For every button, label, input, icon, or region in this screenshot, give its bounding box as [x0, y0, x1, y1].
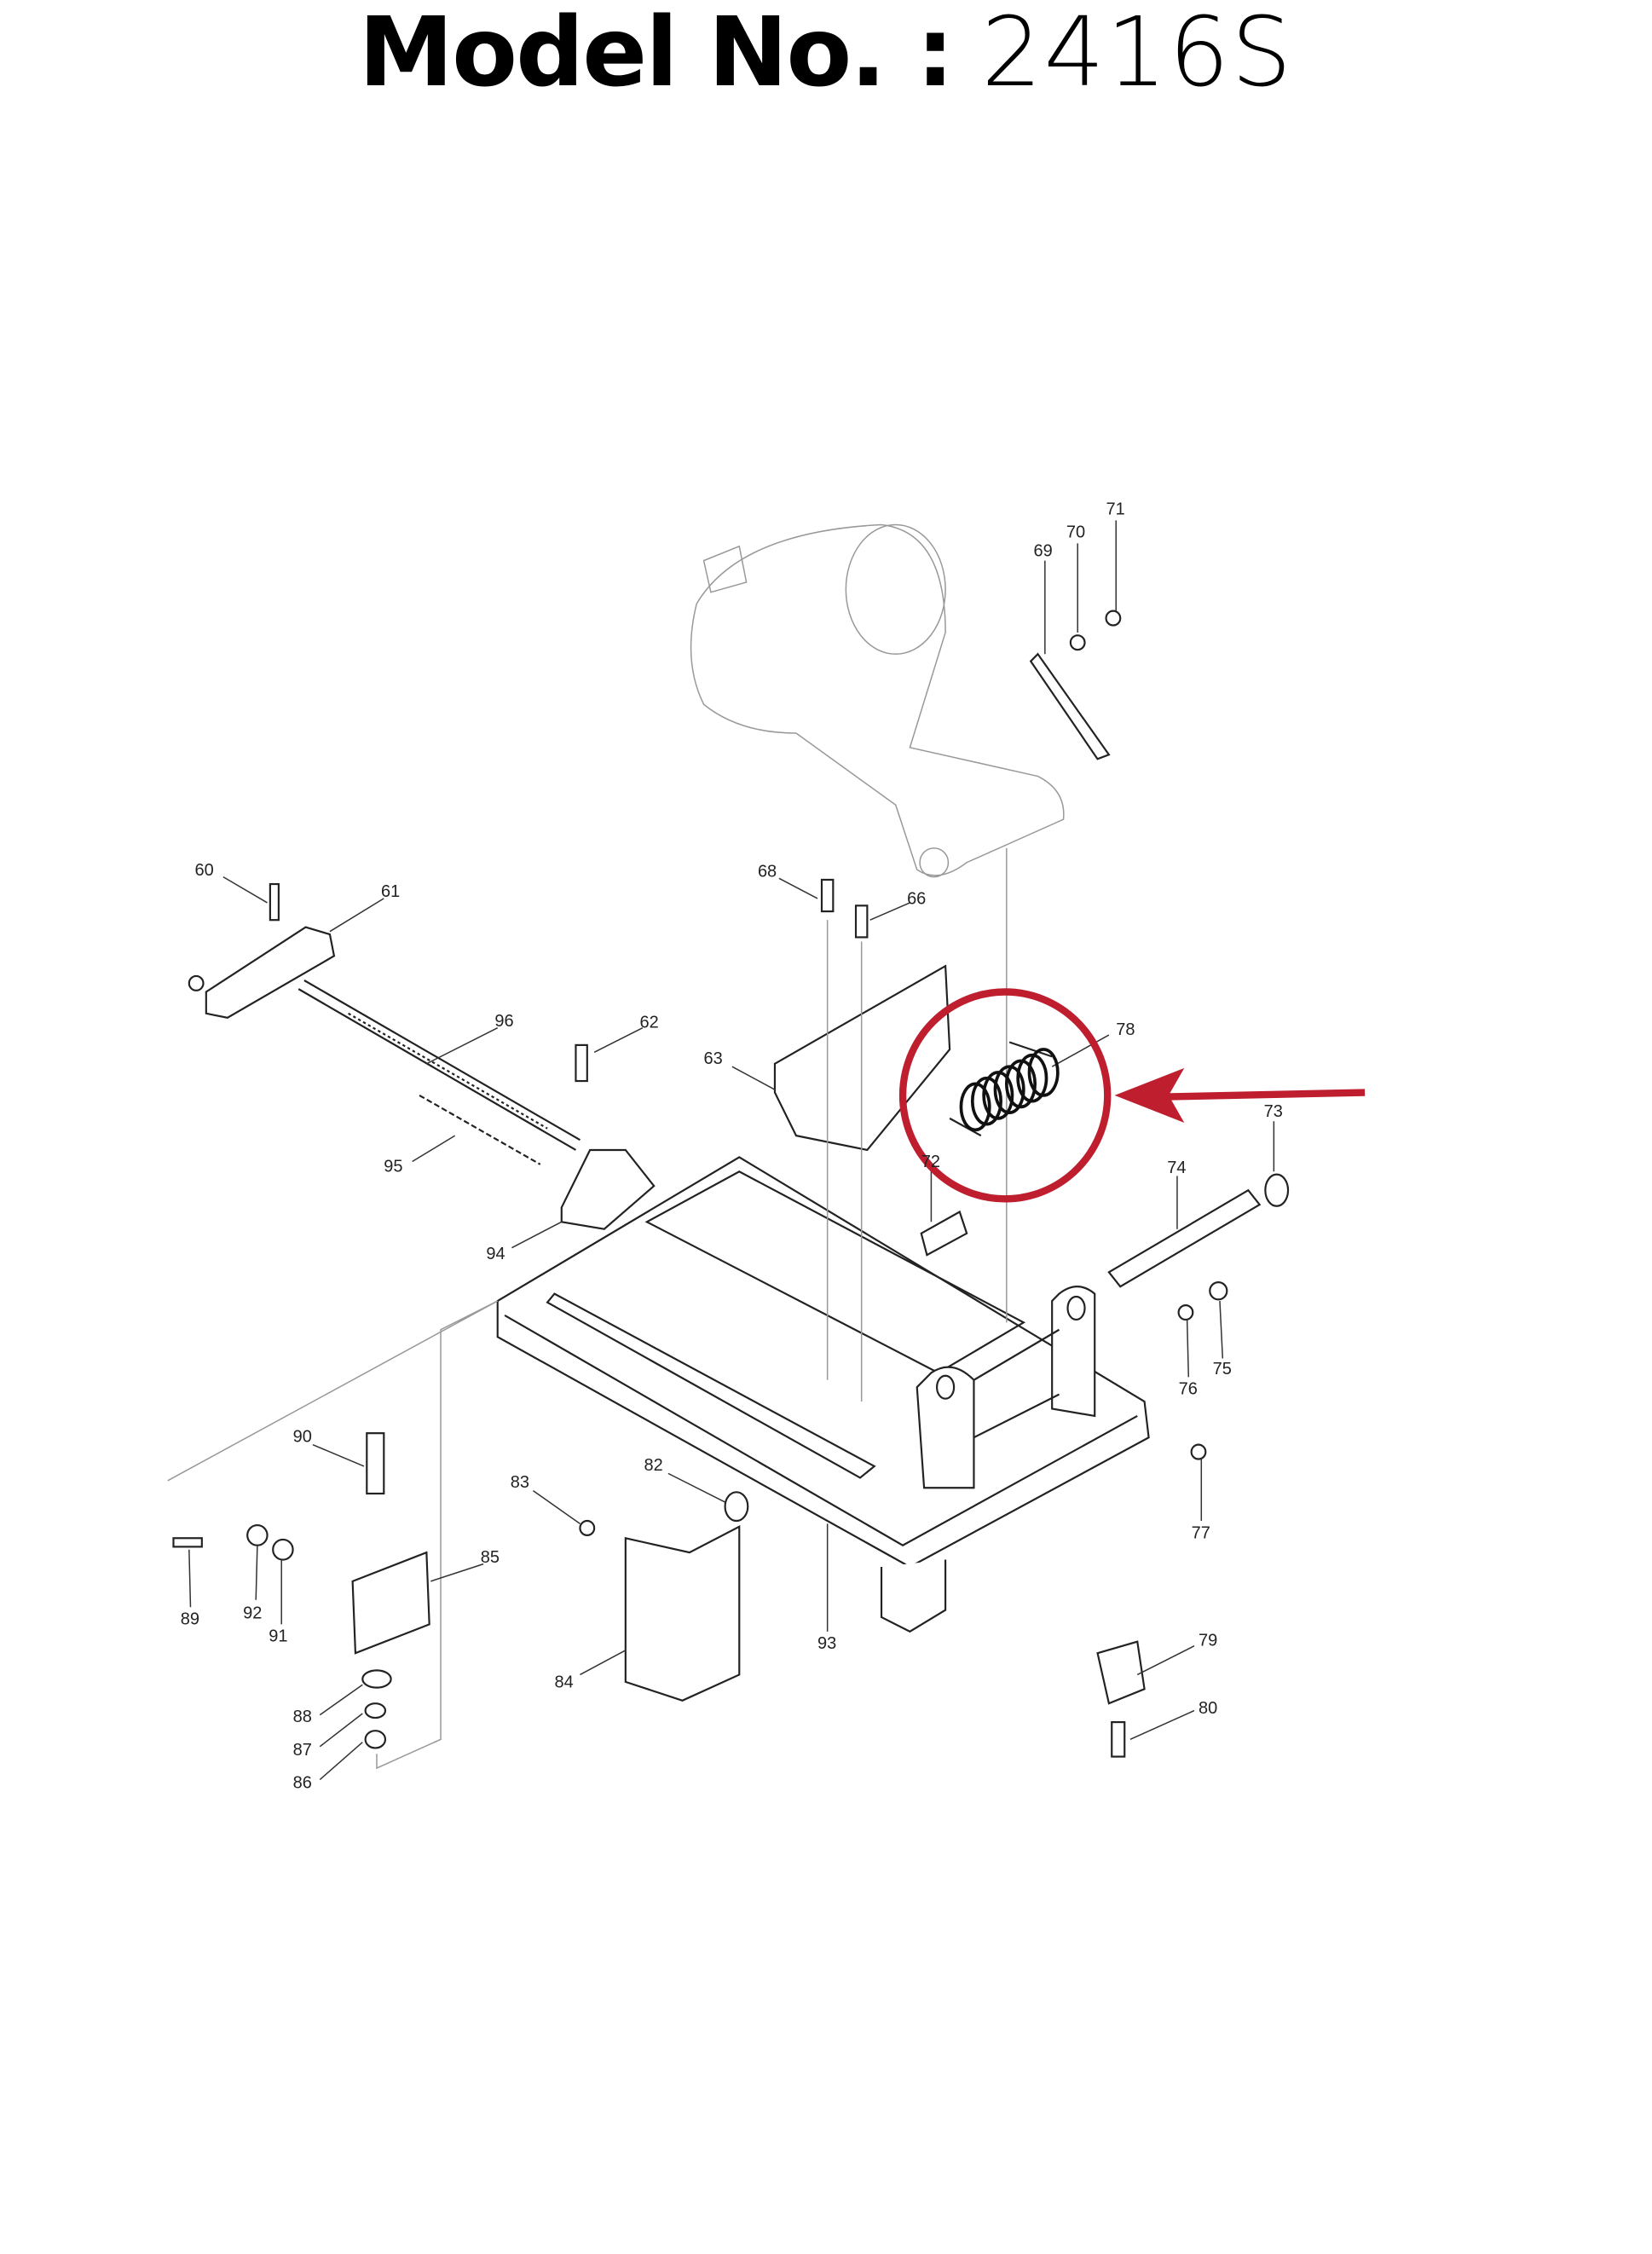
label-79: 79: [1199, 1632, 1217, 1650]
part-labels: 60 61 62 63 66 68 69 70 71 72 73 74 75 7…: [181, 500, 1283, 1793]
label-80: 80: [1199, 1699, 1217, 1718]
label-68: 68: [758, 863, 777, 881]
label-69: 69: [1034, 541, 1053, 560]
highlight-circle: [898, 988, 1112, 1203]
label-87: 87: [293, 1741, 312, 1760]
label-63: 63: [704, 1049, 723, 1068]
label-75: 75: [1213, 1360, 1232, 1378]
label-89: 89: [181, 1610, 199, 1628]
label-91: 91: [269, 1627, 287, 1646]
label-66: 66: [907, 890, 926, 909]
label-60: 60: [194, 861, 213, 880]
arrow-left-icon: [1114, 1067, 1366, 1123]
label-72: 72: [921, 1153, 940, 1171]
label-78: 78: [1116, 1020, 1135, 1039]
label-86: 86: [293, 1774, 312, 1793]
label-96: 96: [494, 1012, 513, 1031]
saw-head: [690, 523, 1065, 878]
label-74: 74: [1167, 1159, 1186, 1177]
label-94: 94: [486, 1245, 505, 1263]
label-92: 92: [243, 1604, 262, 1623]
label-76: 76: [1179, 1380, 1198, 1399]
leader-lines: [188, 520, 1275, 1781]
vise-assembly: [167, 610, 1290, 1770]
label-73: 73: [1264, 1102, 1283, 1121]
spring-78: [949, 1041, 1060, 1137]
label-84: 84: [554, 1673, 573, 1692]
label-95: 95: [384, 1157, 402, 1176]
model-number: 2416S: [981, 0, 1294, 108]
label-77: 77: [1192, 1523, 1210, 1542]
label-70: 70: [1066, 523, 1085, 542]
label-71: 71: [1106, 500, 1125, 519]
model-prefix: Model No. :: [358, 0, 955, 108]
base-93: [496, 1156, 1150, 1633]
label-62: 62: [640, 1014, 659, 1032]
label-88: 88: [293, 1708, 312, 1726]
label-82: 82: [644, 1456, 663, 1475]
label-85: 85: [481, 1548, 500, 1567]
label-61: 61: [381, 882, 400, 901]
label-83: 83: [511, 1473, 529, 1492]
label-90: 90: [293, 1427, 312, 1446]
model-title: Model No. : 2416S: [0, 0, 1652, 107]
label-93: 93: [817, 1634, 836, 1653]
